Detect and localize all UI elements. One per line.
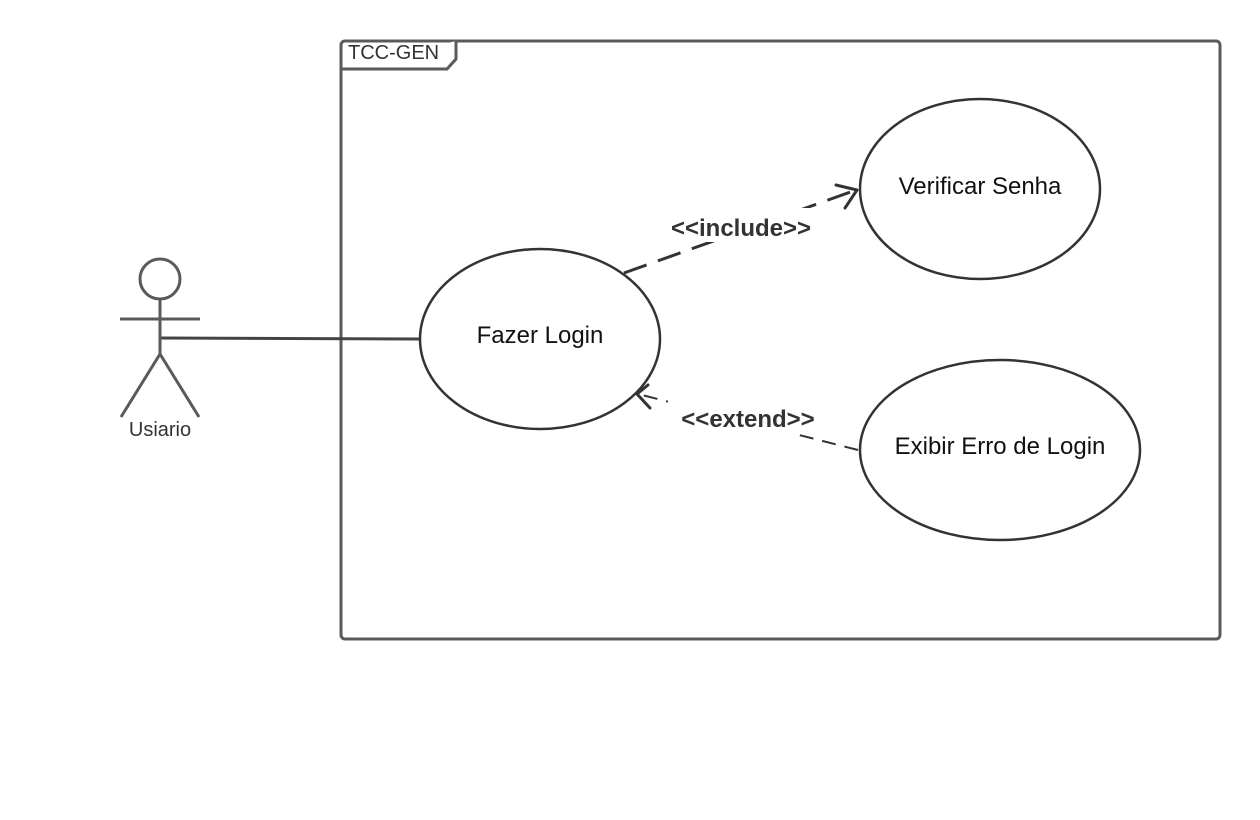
use-case-fazer-login: Fazer Login (418, 247, 662, 431)
use-case-exibir-erro-ellipse (858, 358, 1142, 542)
system-name: TCC-GEN (348, 42, 439, 64)
actor-left-leg (119, 353, 162, 418)
extend-label-bg (668, 400, 830, 434)
actor-name: Usiario (129, 419, 191, 441)
actor-head (138, 257, 182, 301)
include-label: <<include>> (671, 215, 811, 242)
extend-relation: <<extend>> (635, 383, 859, 451)
actor: Usiario (119, 257, 201, 441)
use-case-exibir-erro: Exibir Erro de Login (858, 358, 1142, 542)
actor-right-leg (158, 353, 201, 418)
use-case-exibir-erro-label: Exibir Erro de Login (895, 433, 1106, 460)
use-case-fazer-login-label: Fazer Login (477, 322, 604, 349)
use-case-verificar-senha: Verificar Senha (858, 97, 1102, 281)
include-arrowhead (834, 183, 859, 210)
include-label-bg (660, 208, 822, 242)
system-frame-tab (341, 41, 458, 71)
extend-arrowhead (635, 383, 652, 410)
include-relation: <<include>> (623, 183, 859, 275)
use-case-verificar-senha-ellipse (858, 97, 1102, 281)
actor-association (159, 336, 421, 341)
use-case-fazer-login-ellipse (418, 247, 662, 431)
extend-label: <<extend>> (681, 406, 814, 433)
use-case-verificar-senha-label: Verificar Senha (899, 173, 1062, 200)
